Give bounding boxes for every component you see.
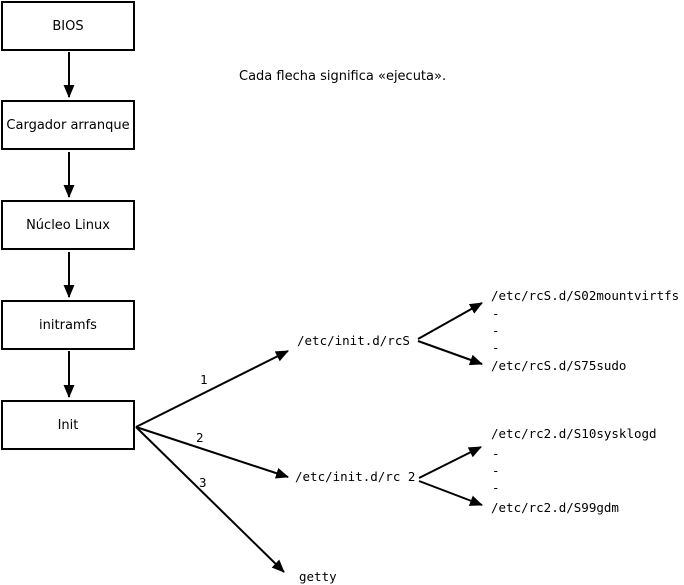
path-rc2-first-script: /etc/rc2.d/S10sysklogd xyxy=(491,426,657,441)
flow-box-bios: BIOS xyxy=(1,1,135,51)
rcS-ellipsis-dash-1: - xyxy=(492,306,500,321)
flow-box-bootloader: Cargador arranque xyxy=(1,100,135,150)
branch-label-3: 3 xyxy=(199,475,207,490)
arrow-init-to-rcS xyxy=(135,350,289,428)
arrow-rc2-to-last-script xyxy=(418,480,483,506)
diagram-note: Cada flecha significa «ejecuta». xyxy=(239,69,447,84)
flow-box-initramfs: initramfs xyxy=(1,300,135,350)
rc2-ellipsis-dash-1: - xyxy=(492,446,500,461)
rcS-ellipsis-dash-3: - xyxy=(492,340,500,355)
arrow-rcS-to-last-script xyxy=(417,340,483,366)
flow-box-bios-label: BIOS xyxy=(52,18,84,34)
branch-label-1: 1 xyxy=(200,372,208,387)
path-init-d-rc2: /etc/init.d/rc 2 xyxy=(295,469,416,484)
arrow-init-to-getty xyxy=(135,426,285,573)
rc2-ellipsis-dash-3: - xyxy=(492,480,500,495)
arrow-rc2-to-first-script xyxy=(418,446,482,479)
flow-box-init: Init xyxy=(1,400,135,450)
arrow-init-to-rc2 xyxy=(135,426,289,479)
path-rc2-last-script: /etc/rc2.d/S99gdm xyxy=(491,500,619,515)
flow-box-init-label: Init xyxy=(57,417,79,433)
arrow-rcS-to-first-script xyxy=(417,302,483,340)
flow-box-bootloader-label: Cargador arranque xyxy=(6,117,130,133)
flow-box-kernel: Núcleo Linux xyxy=(1,200,135,250)
rc2-ellipsis-dash-2: - xyxy=(492,463,500,478)
path-init-d-rcS: /etc/init.d/rcS xyxy=(297,333,410,348)
rcS-ellipsis-dash-2: - xyxy=(492,323,500,338)
path-rcS-last-script: /etc/rcS.d/S75sudo xyxy=(491,358,627,373)
path-rcS-first-script: /etc/rcS.d/S02mountvirtfs xyxy=(491,288,680,303)
flow-box-kernel-label: Núcleo Linux xyxy=(26,217,110,233)
flow-box-initramfs-label: initramfs xyxy=(39,317,97,333)
branch-label-2: 2 xyxy=(196,430,204,445)
path-getty: getty xyxy=(299,569,337,584)
